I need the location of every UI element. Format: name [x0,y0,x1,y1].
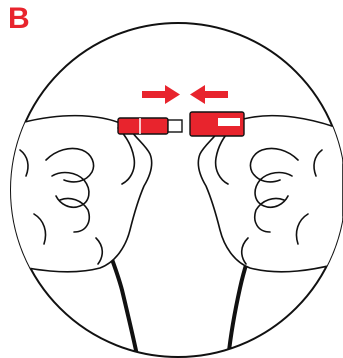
right-hand [198,116,343,272]
left-connector [118,118,182,134]
right-connector [190,112,244,136]
left-hand [0,116,152,272]
arrow-right-icon [142,85,180,104]
arrow-left-icon [190,85,228,104]
